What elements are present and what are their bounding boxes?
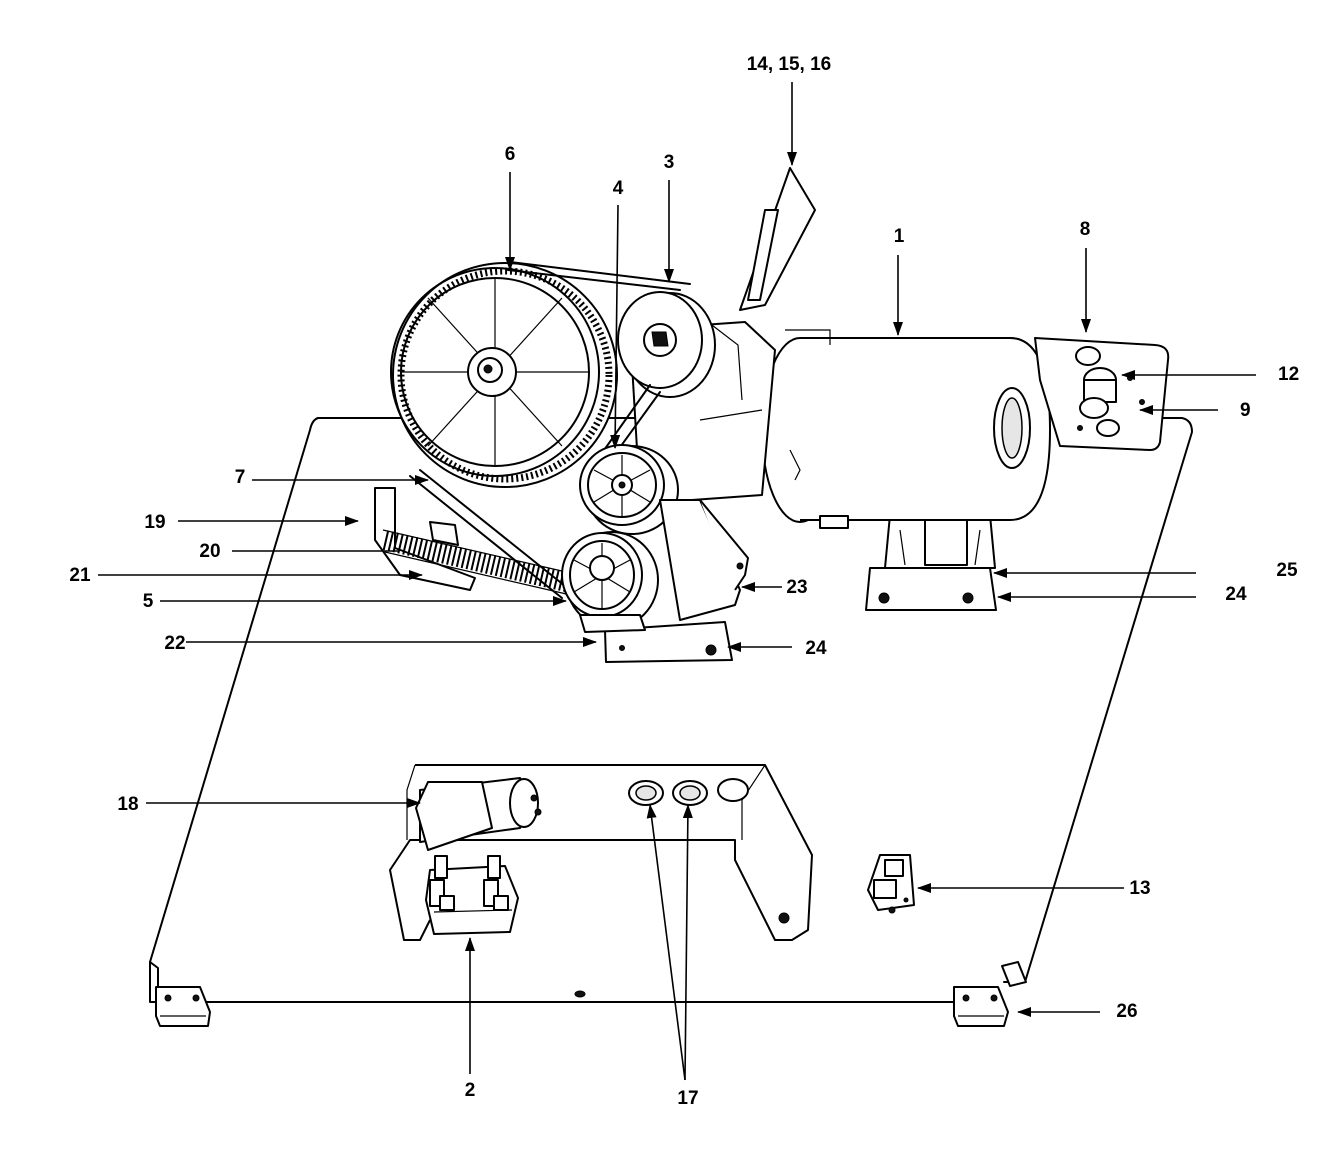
switch	[867, 854, 915, 914]
callout-9: 9	[1240, 400, 1251, 421]
drive-pulley	[617, 291, 716, 398]
bracket-base-plate	[604, 621, 733, 663]
callout-22: 22	[164, 633, 185, 654]
electric-motor	[739, 329, 1051, 611]
callout-26: 26	[1116, 1001, 1137, 1022]
mounting-foot-right	[953, 961, 1027, 1027]
tension-spring	[374, 487, 578, 597]
callout-5: 5	[143, 591, 154, 612]
callout-3: 3	[664, 152, 675, 173]
belt-guard	[739, 167, 816, 311]
callout-6: 6	[505, 144, 516, 165]
callout-21: 21	[69, 565, 91, 586]
callout-24-lower: 24	[805, 638, 827, 659]
callout-2: 2	[465, 1080, 476, 1101]
terminal-plate	[1034, 337, 1170, 451]
callout-20: 20	[199, 541, 220, 562]
capacitor	[415, 777, 542, 851]
callout-4: 4	[613, 178, 624, 199]
leader-lines	[98, 82, 1256, 1081]
callout-labels: 6 3 4 14, 15, 16 1 8 12 9 7 19 20 21 5 2…	[69, 54, 1299, 1109]
callout-25: 25	[1276, 560, 1298, 581]
callout-1: 1	[894, 226, 905, 247]
callout-14-15-16: 14, 15, 16	[747, 54, 832, 75]
mounting-foot-left	[149, 961, 211, 1027]
callout-18: 18	[117, 794, 138, 815]
idler-pulley-upper	[579, 444, 679, 535]
large-pulley	[390, 262, 618, 488]
callout-12: 12	[1278, 364, 1299, 385]
base-plate	[149, 417, 1193, 1003]
tension-bracket	[659, 499, 749, 621]
callout-19: 19	[144, 512, 165, 533]
idler-pulley-lower	[561, 531, 659, 633]
callout-7: 7	[235, 467, 246, 488]
callout-24-upper: 24	[1225, 584, 1247, 605]
callout-17: 17	[677, 1088, 698, 1109]
callout-13: 13	[1129, 878, 1150, 899]
relay	[425, 855, 519, 935]
callout-23: 23	[786, 577, 807, 598]
callout-8: 8	[1080, 219, 1091, 240]
